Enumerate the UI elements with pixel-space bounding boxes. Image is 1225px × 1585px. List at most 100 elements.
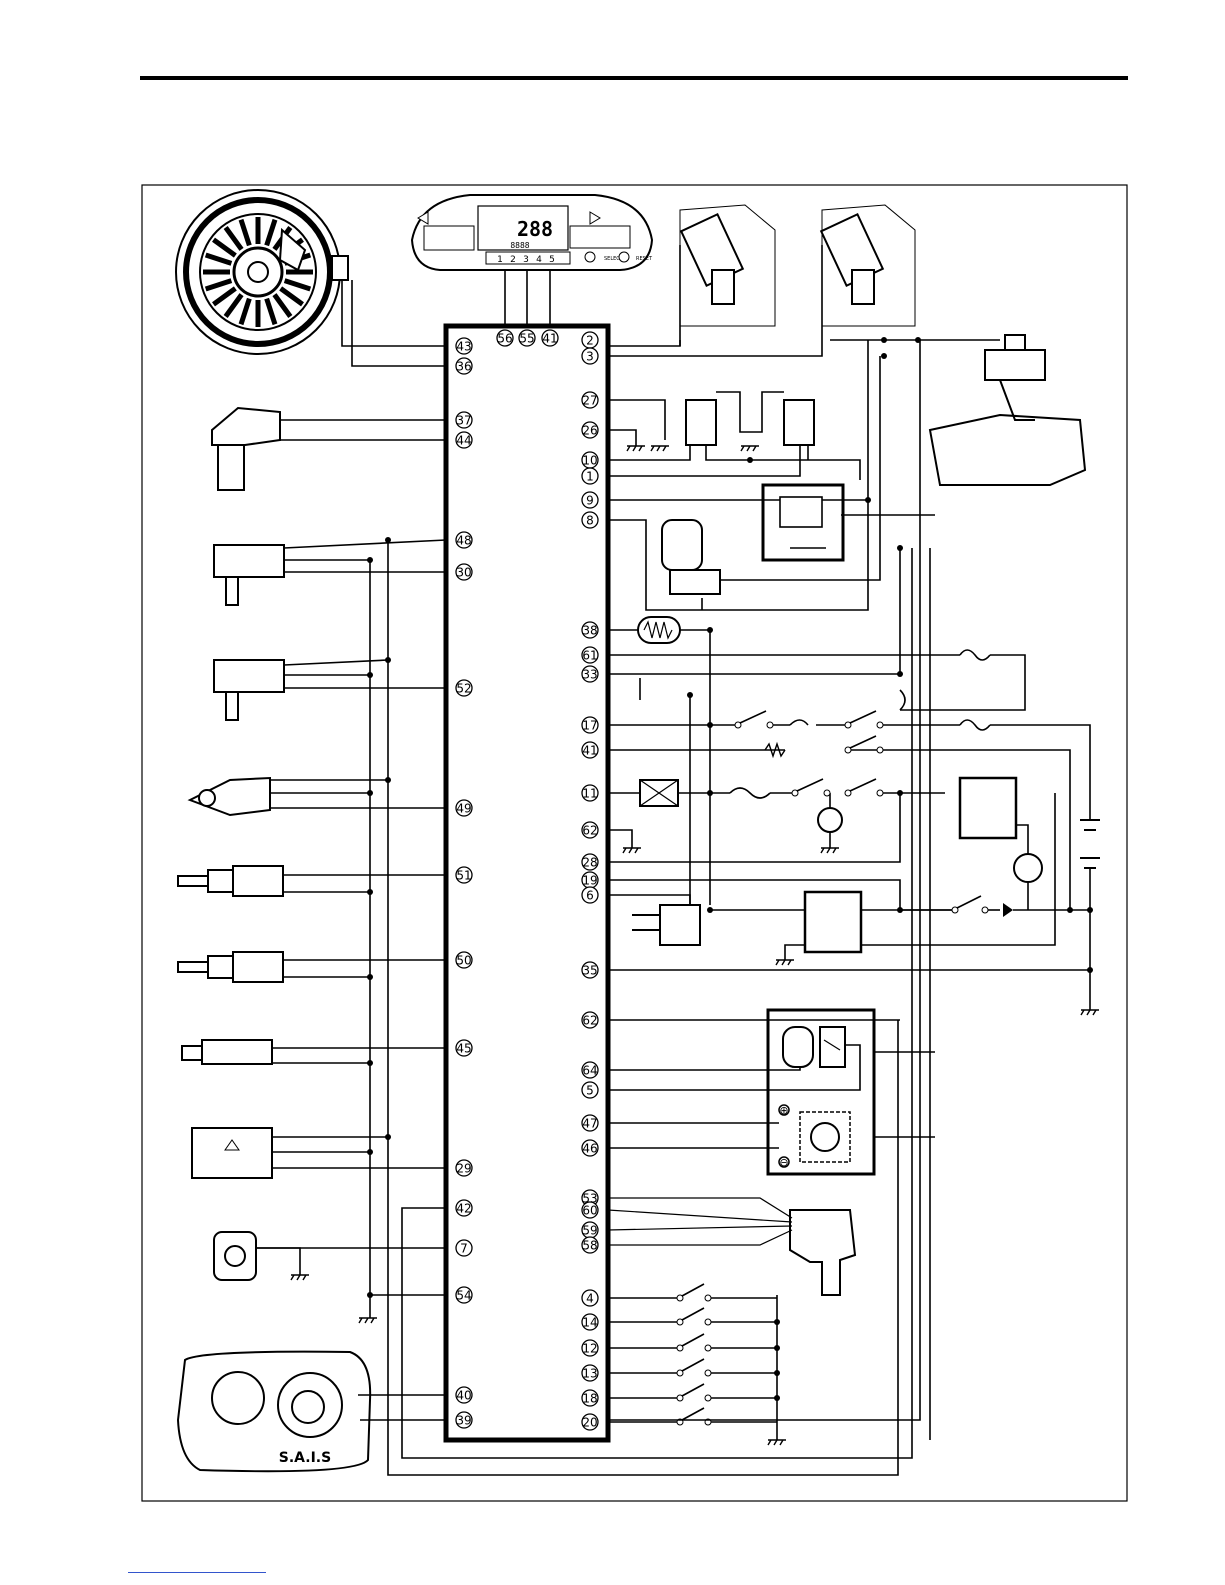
ecm-right-pin-13: 11	[582, 785, 598, 801]
ecm-right-pin-6-label: 9	[586, 494, 594, 508]
ecm-right-pin-19-label: 62	[582, 1014, 597, 1028]
ecm-right-pin-1: 3	[582, 348, 598, 364]
ecm-right-pin-31: 13	[582, 1365, 598, 1381]
ecm-right-pin-16: 19	[582, 872, 598, 888]
ecm-right-pin-11-label: 17	[582, 719, 597, 733]
ecm-pin-45-label: 45	[456, 1042, 471, 1056]
ecm-pin-39: 39	[456, 1412, 472, 1428]
ecm-right-pin-25-label: 60	[582, 1204, 597, 1218]
ecm-right-pin-10: 33	[582, 666, 598, 682]
ecm-right-pin-12: 41	[582, 742, 598, 758]
ecm-pin-43-label: 43	[456, 340, 471, 354]
ecm-right-pin-18-label: 35	[582, 964, 597, 978]
ecm-right-pin-2: 27	[582, 392, 598, 408]
ecm-right-pin-30: 12	[582, 1340, 598, 1356]
ecm-right-pin-4: 10	[582, 452, 598, 468]
ecm-right-pin-20: 64	[582, 1062, 598, 1078]
ecm-pin-44-label: 44	[456, 434, 471, 448]
ecm-right-pin-20-label: 64	[582, 1064, 597, 1078]
ecm-pin-7: 7	[456, 1240, 472, 1256]
ecm-pin-51: 51	[456, 867, 472, 883]
ecm-right-pin-14: 62	[582, 822, 598, 838]
ecm-pin-49: 49	[456, 800, 472, 816]
ecm-right-pin-27-label: 58	[582, 1239, 597, 1253]
ecm-right-pin-7: 8	[582, 512, 598, 528]
ecm-right-pin-27: 58	[582, 1237, 598, 1253]
ecm-right-pin-28-label: 4	[586, 1292, 594, 1306]
ecm-top-pins: 56 55 41	[497, 330, 558, 346]
ecm-right-pin-0-label: 2	[586, 334, 594, 348]
solenoid-valve-icon	[662, 520, 720, 594]
reset-label: RESET	[636, 256, 653, 262]
ecm-pin-40: 40	[456, 1387, 472, 1403]
ecm-pin-54: 54	[456, 1287, 472, 1303]
ecm-right-pins: 2327261019838613317411162281963562645474…	[582, 332, 598, 1430]
ecm-pin-39-label: 39	[456, 1414, 471, 1428]
select-button[interactable]	[585, 252, 595, 262]
gear-digit: 1	[497, 255, 503, 265]
throttle-position-sensor-icon	[214, 545, 284, 605]
ecm-right-pin-28: 4	[582, 1290, 598, 1306]
ecm-top-pin-55: 55	[519, 330, 535, 346]
diagram-frame	[142, 185, 1127, 1501]
ecm-pin-51-label: 51	[456, 869, 471, 883]
ecm-right-pin-6: 9	[582, 492, 598, 508]
ecm-right-pin-13-label: 11	[582, 787, 597, 801]
ecm-right-pin-30-label: 12	[582, 1342, 597, 1356]
ecm-right-pin-11: 17	[582, 717, 598, 733]
meter-speed: 288	[517, 217, 553, 241]
ecm-pin-29: 29	[456, 1160, 472, 1176]
ecm-pin-52-label: 52	[456, 682, 471, 696]
ecm-pin-48: 48	[456, 532, 472, 548]
ecm-right-pin-0: 2	[582, 332, 598, 348]
ecm-right-pin-32-label: 18	[582, 1392, 597, 1406]
ecm-right-pin-26-label: 59	[582, 1224, 597, 1238]
sais-switch-panel: S.A.I.S	[178, 1352, 370, 1472]
ecm-pin-30: 30	[456, 564, 472, 580]
ecm-right-pin-5: 1	[582, 468, 598, 484]
gear-position-sensor-icon	[790, 1210, 855, 1295]
ecm-top-pin-56-label: 56	[497, 332, 512, 346]
ecm-right-pin-9: 61	[582, 647, 598, 663]
ecm-right-pin-33-label: 20	[582, 1416, 597, 1430]
battery-icon	[1080, 820, 1100, 868]
ecm-right-pin-8-label: 38	[582, 624, 597, 638]
starter-relay	[805, 892, 861, 952]
ecm-right-pin-26: 59	[582, 1222, 598, 1238]
ecm-right-pin-5-label: 1	[586, 470, 594, 484]
ecm-pin-49-label: 49	[456, 802, 471, 816]
starter-motor-icon	[1014, 854, 1042, 882]
ecm-right-pin-12-label: 41	[582, 744, 597, 758]
ecm-top-pin-41-label: 41	[542, 332, 557, 346]
reset-button[interactable]	[619, 252, 629, 262]
gear-digit: 4	[536, 255, 542, 265]
fuel-pump-icon	[930, 335, 1085, 485]
ecm-right-pin-19: 62	[582, 1012, 598, 1028]
ignition-coil-1	[686, 400, 716, 445]
egr-valve-icon	[632, 905, 700, 945]
ecm-pin-44: 44	[456, 432, 472, 448]
ecm-right-pin-21-label: 5	[586, 1084, 594, 1098]
ecm-top-pin-55-label: 55	[519, 332, 534, 346]
ecm-right-pin-3: 26	[582, 422, 598, 438]
ecm-right-pin-33: 20	[582, 1414, 598, 1430]
ecm-pin-52: 52	[456, 680, 472, 696]
crankshaft-position-sensor-icon	[190, 778, 270, 815]
ecm-pin-43: 43	[456, 338, 472, 354]
oxygen-sensor-icon	[182, 1040, 272, 1064]
sais-label: S.A.I.S	[279, 1450, 331, 1466]
ecm-top-pin-41: 41	[542, 330, 558, 346]
ecm-pin-7-label: 7	[460, 1242, 468, 1256]
ecm-right-pin-25: 60	[582, 1202, 598, 1218]
indicator-lamp-icon	[818, 808, 842, 832]
ecm-right-pin-4-label: 10	[582, 454, 597, 468]
fuel-injector-2-icon	[821, 205, 915, 326]
ecm-right-pin-17-label: 6	[586, 889, 594, 903]
ecm-pin-37-label: 37	[456, 414, 471, 428]
ecm-pin-37: 37	[456, 412, 472, 428]
gear-digit: 5	[549, 255, 555, 265]
ecm-right-pin-14-label: 62	[582, 824, 597, 838]
ecm-right-pin-15: 28	[582, 854, 598, 870]
